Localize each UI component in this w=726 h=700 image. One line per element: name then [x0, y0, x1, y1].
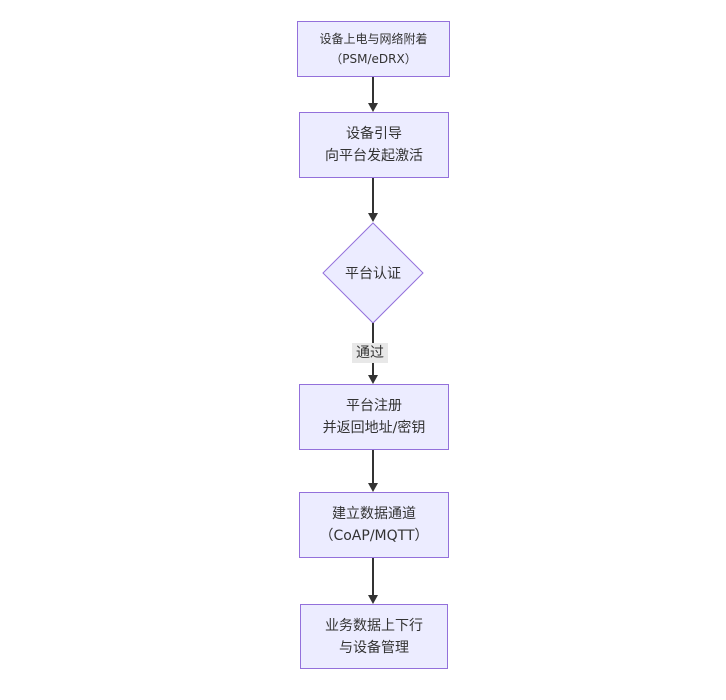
- node-text-line: 业务数据上下行: [325, 617, 423, 634]
- node-text-line: 并返回地址/密钥: [322, 420, 426, 436]
- edge-line-2: [372, 178, 374, 213]
- node-platform-auth-decision: 平台认证: [322, 222, 424, 324]
- edge-label-pass: 通过: [352, 343, 388, 363]
- node-text-line: 向平台发起激活: [325, 148, 423, 164]
- edge-line-1: [372, 77, 374, 103]
- arrowhead-icon: [368, 483, 378, 492]
- node-establish-data-channel: 建立数据通道 （CoAP/MQTT）: [299, 492, 449, 558]
- node-power-on-network-attach: 设备上电与网络附着 （PSM/eDRX）: [297, 21, 450, 77]
- arrowhead-icon: [368, 595, 378, 604]
- node-text-line: （CoAP/MQTT）: [319, 528, 429, 544]
- node-text-line: 平台认证: [345, 266, 401, 282]
- node-text-line: 设备上电与网络附着: [319, 32, 428, 46]
- node-platform-register: 平台注册 并返回地址/密钥: [299, 384, 449, 450]
- node-device-bootstrap-activate: 设备引导 向平台发起激活: [299, 112, 449, 178]
- node-text-line: （PSM/eDRX）: [330, 52, 417, 66]
- arrowhead-icon: [368, 375, 378, 384]
- node-text-line: 建立数据通道: [332, 506, 416, 522]
- node-text-line: 与设备管理: [339, 639, 409, 656]
- node-text-line: 设备引导: [346, 126, 402, 142]
- edge-line-4: [372, 450, 374, 483]
- edge-line-5: [372, 558, 374, 595]
- arrowhead-icon: [368, 213, 378, 222]
- node-text-line: 平台注册: [346, 398, 402, 414]
- arrowhead-icon: [368, 103, 378, 112]
- node-business-data-device-mgmt: 业务数据上下行 与设备管理: [300, 604, 448, 669]
